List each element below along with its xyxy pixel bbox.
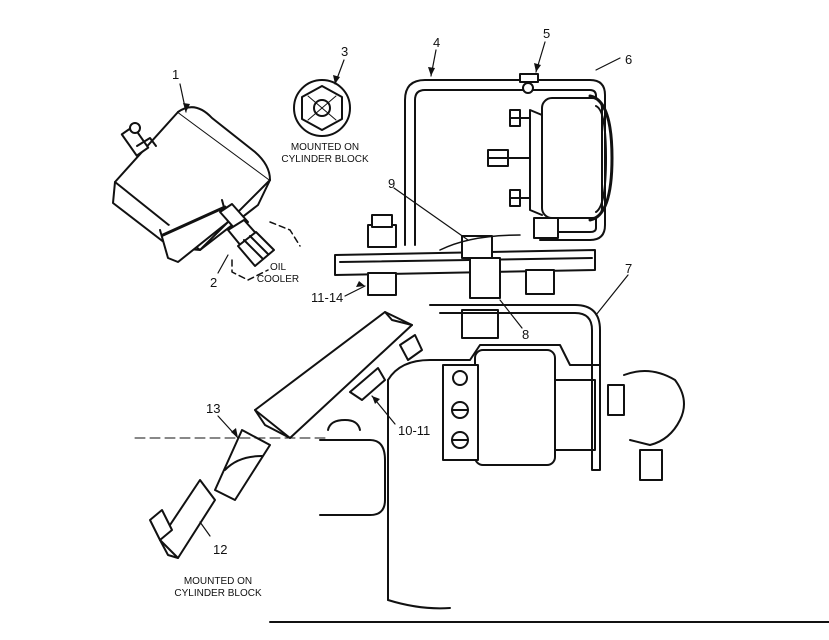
callout-9: 9 — [388, 176, 396, 191]
callout-6: 6 — [625, 52, 633, 67]
extension-bracket-part-13 — [214, 311, 423, 501]
mounting-plate — [334, 214, 596, 339]
oil-cooler-outline — [231, 221, 301, 281]
solenoid — [442, 349, 685, 481]
callout-2: 2 — [210, 275, 218, 290]
callout-13: 13 — [206, 401, 221, 416]
hex-nut-part-3 — [293, 79, 351, 137]
callout-12: 12 — [213, 542, 228, 557]
callout-4: 4 — [433, 35, 441, 50]
callout-3: 3 — [341, 44, 349, 59]
callout-11-14: 11-14 — [311, 290, 344, 305]
engine-block-outline — [269, 344, 829, 623]
arrowheads — [183, 63, 541, 438]
caption-oil-line1: OIL — [269, 262, 287, 273]
bracket-part-7 — [429, 304, 601, 471]
sending-unit-part-1 — [112, 106, 275, 267]
callout-7: 7 — [625, 261, 633, 276]
callout-5: 5 — [543, 26, 551, 41]
caption-top-line2: CYLINDER BLOCK — [281, 153, 369, 165]
caption-oil-cooler: OIL COOLER — [248, 262, 308, 285]
bracket-part-4 — [404, 79, 606, 246]
caption-bottom-line1: MOUNTED ON — [183, 576, 253, 587]
bracket-base-part-12 — [149, 479, 216, 559]
caption-oil-line2: COOLER — [256, 273, 300, 285]
caption-bottom-line2: CYLINDER BLOCK — [174, 587, 262, 599]
caption-bottom-mounted: MOUNTED ON CYLINDER BLOCK — [165, 576, 271, 599]
bar-outline — [319, 439, 386, 516]
callout-1: 1 — [172, 67, 180, 82]
callout-10-11: 10-11 — [398, 423, 431, 438]
callout-8: 8 — [522, 327, 530, 342]
relay-part-6 — [487, 73, 614, 239]
caption-top-mounted: MOUNTED ON CYLINDER BLOCK — [280, 142, 370, 165]
caption-top-line1: MOUNTED ON — [290, 142, 360, 153]
